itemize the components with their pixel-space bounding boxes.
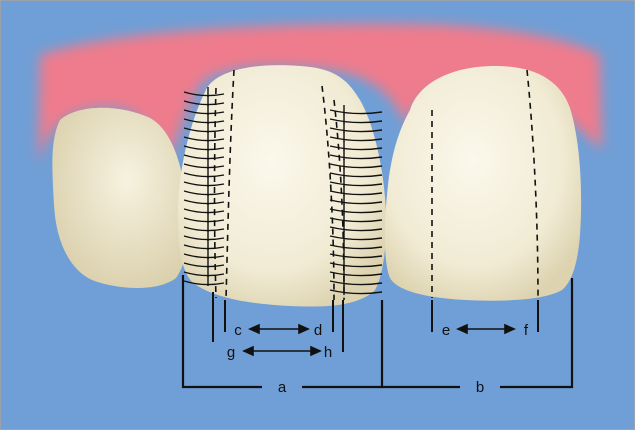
label-h: h (324, 344, 332, 361)
label-a: a (278, 379, 287, 396)
label-b: b (476, 379, 484, 396)
label-c: c (234, 322, 242, 339)
label-e: e (442, 322, 450, 339)
label-d: d (314, 322, 322, 339)
central-incisor-right (385, 66, 581, 301)
label-g: g (227, 344, 235, 361)
